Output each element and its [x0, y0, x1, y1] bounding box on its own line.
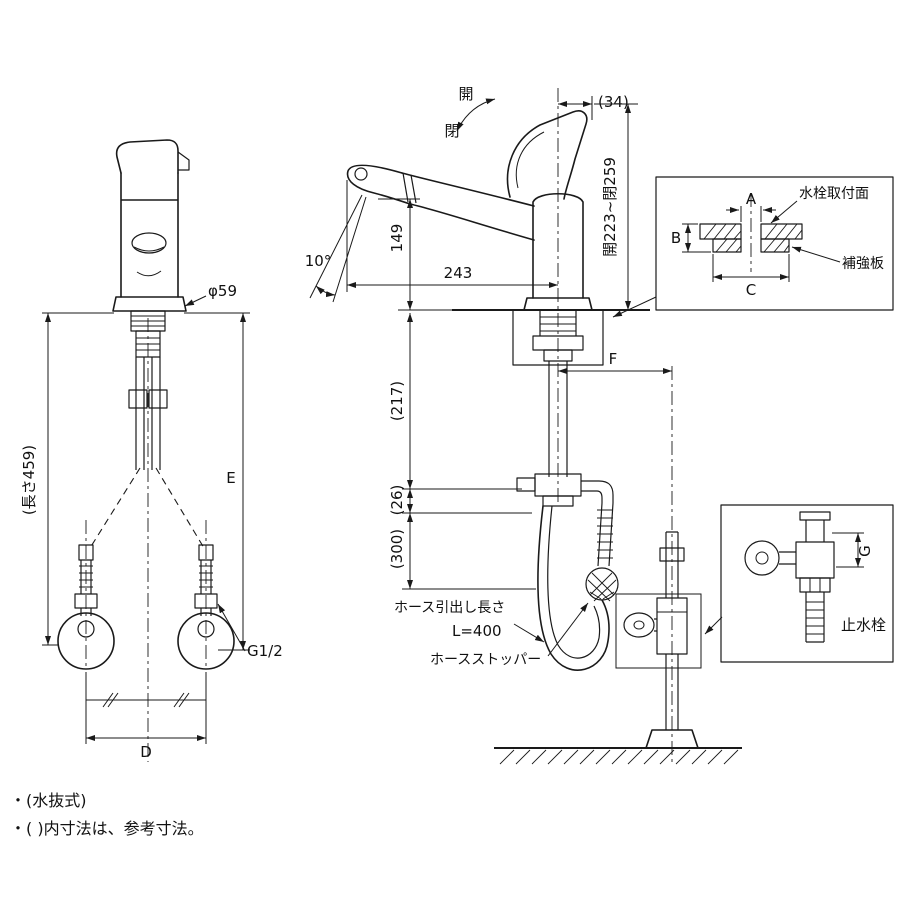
mount-detail-box: A B C 水栓取付面 補強板	[612, 176, 894, 318]
equal-marks	[102, 692, 190, 708]
dim-label-G12: G1/2	[247, 642, 283, 660]
supply-tubes	[135, 357, 161, 470]
spray-head-button	[354, 167, 368, 181]
dim-label-300: (300)	[388, 529, 406, 569]
label-mount-surface: 水栓取付面	[799, 186, 869, 202]
faucet-body	[120, 172, 179, 298]
dim-149: 149	[378, 198, 452, 311]
detail-box-frame	[655, 176, 894, 311]
dim-label-34: (34)	[598, 93, 629, 111]
notes: ・(水抜式) ・( )内寸法は、参考寸法。	[10, 791, 204, 838]
dim-label-D: D	[140, 743, 152, 761]
dim-label-217: (217)	[388, 381, 406, 421]
right-view-faucet: 開 閉 10°	[305, 85, 742, 765]
dim-phi59: φ59	[184, 282, 237, 307]
angle-10deg: 10°	[305, 194, 367, 303]
open-close-annotation: 開 閉	[444, 85, 496, 140]
faucet-lever	[115, 139, 179, 174]
tube-connector-left	[128, 389, 148, 409]
dim-label-open-close: 開223~閉259	[601, 157, 619, 257]
label-reinforce-plate: 補強板	[842, 256, 884, 272]
dim-B: B	[671, 223, 711, 253]
reinforce-plate-annotation: 補強板	[791, 246, 884, 272]
dim-length-459: (長さ459)	[20, 312, 114, 646]
dim-label-phi59: φ59	[208, 282, 237, 300]
dim-label-G: G	[856, 545, 874, 557]
hose-stopper	[585, 567, 619, 602]
dim-C: C	[712, 254, 790, 299]
dim-label-A: A	[746, 190, 757, 208]
dim-stack-under-counter: (217) (26) (300)	[388, 313, 536, 590]
faucet-lever-side	[506, 110, 588, 200]
lever-side-tab	[177, 151, 190, 171]
pullout-spout	[346, 164, 535, 241]
check-valve-right	[177, 544, 235, 670]
stop-valve-main	[615, 366, 702, 762]
left-view-faucet: (長さ459) E φ59 G1/2 D	[20, 139, 283, 762]
hose-connector	[516, 473, 614, 567]
reinforce-plate-section	[712, 238, 790, 253]
centerlines-left	[85, 318, 207, 762]
dim-G12: G1/2	[217, 603, 283, 660]
dim-A: A	[726, 190, 776, 222]
check-valve-left	[57, 544, 115, 670]
dim-label-26: (26)	[388, 485, 406, 516]
label-hose-length: ホース引出し長さ	[394, 600, 505, 616]
hose-fold-lines	[89, 467, 205, 549]
label-hose-length-value: L=400	[452, 622, 502, 640]
dim-34: (34)	[558, 93, 629, 120]
detail-box-frame-2	[720, 504, 894, 663]
hose-length-annotation: ホース引出し長さ L=400	[394, 600, 545, 643]
spout-outlet	[131, 232, 167, 254]
dim-open-close: 開223~閉259	[594, 103, 638, 310]
label-stop-valve: 止水栓	[841, 616, 886, 634]
dim-label-459: (長さ459)	[20, 445, 38, 515]
mounting-assembly	[512, 309, 604, 477]
detail-reference-leader	[612, 296, 657, 318]
dim-label-B: B	[671, 229, 681, 247]
label-open: 開	[458, 85, 473, 103]
body-detail	[133, 246, 165, 277]
faucet-base	[112, 296, 187, 312]
floor	[494, 747, 742, 765]
dim-label-243: 243	[444, 264, 473, 282]
mount-surface-annotation: 水栓取付面	[770, 186, 869, 224]
tube-connector-right	[148, 389, 168, 409]
stop-valve-ref-box	[615, 593, 702, 669]
dim-label-E: E	[226, 469, 235, 487]
label-hose-stopper: ホースストッパー	[430, 652, 541, 668]
dim-label-C: C	[746, 281, 756, 299]
dim-G: G	[832, 532, 874, 568]
dim-243: 243	[346, 180, 558, 292]
dim-D: D	[85, 672, 207, 761]
dim-label-149: 149	[388, 224, 406, 253]
hose-loop	[537, 505, 610, 671]
hose-stopper-annotation: ホースストッパー	[430, 602, 589, 668]
dim-F: F	[558, 350, 672, 374]
stop-valve-detail-drawing	[744, 511, 835, 643]
detail-reference-leader-2	[704, 616, 723, 635]
dim-label-F: F	[609, 350, 618, 368]
dim-label-10deg: 10°	[305, 252, 332, 270]
note-reference-dims: ・( )内寸法は、参考寸法。	[10, 819, 204, 838]
valve-detail-box: G 止水栓	[704, 504, 894, 663]
note-drain-type: ・(水抜式)	[10, 791, 87, 810]
label-close: 閉	[444, 122, 459, 140]
